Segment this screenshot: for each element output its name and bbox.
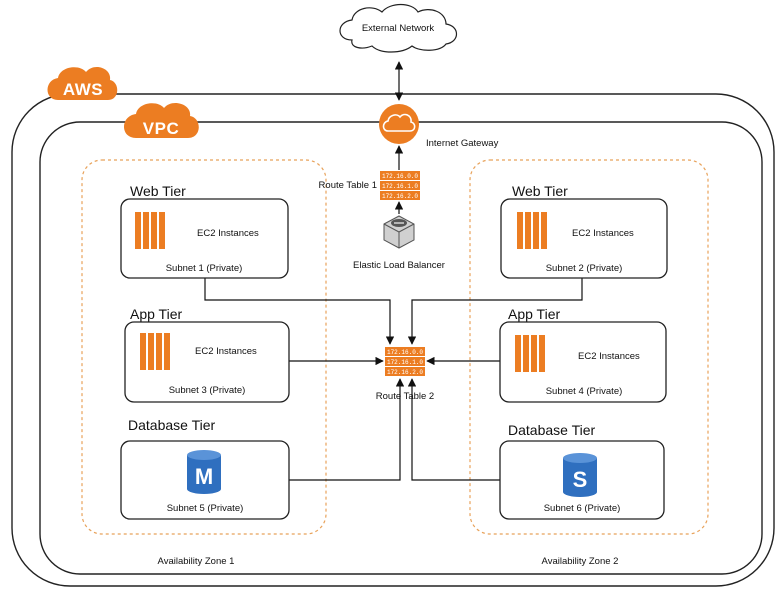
route-table-2-entry: 172.16.2.0 <box>387 369 423 376</box>
availability-zone-2 <box>469 159 709 535</box>
route-table-1-entry: 172.16.0.0 <box>382 173 418 180</box>
availability-zone-2-label: Availability Zone 2 <box>542 556 619 567</box>
ec2-instances-icon <box>517 212 547 249</box>
database-icon-letter: S <box>573 467 588 492</box>
vpc-badge: VPC <box>124 102 199 138</box>
route-table-2-entry: 172.16.1.0 <box>387 359 423 366</box>
aws-badge: AWS <box>47 66 118 100</box>
route-table-1-icon: 172.16.0.0 172.16.1.0 172.16.2.0 <box>380 171 420 200</box>
zone1-web-subnet-label: Subnet 1 (Private) <box>166 263 243 274</box>
database-icon: S <box>563 453 597 497</box>
zone1-db-tier-heading: Database Tier <box>128 417 215 433</box>
zone2-app-instances-label: EC2 Instances <box>578 351 640 362</box>
ec2-instances-icon <box>140 333 170 370</box>
route-table-1-label: Route Table 1 <box>319 180 377 191</box>
external-network-label: External Network <box>362 23 435 34</box>
zone1-app-subnet-label: Subnet 3 (Private) <box>169 385 246 396</box>
zone2-web-instances-label: EC2 Instances <box>572 228 634 239</box>
availability-zone-1-label: Availability Zone 1 <box>158 556 235 567</box>
zone1-app-tier-heading: App Tier <box>130 306 182 322</box>
route-table-1-entry: 172.16.2.0 <box>382 193 418 200</box>
route-table-2-label: Route Table 2 <box>376 391 434 402</box>
elastic-load-balancer-label: Elastic Load Balancer <box>353 260 445 271</box>
zone2-db-tier-heading: Database Tier <box>508 422 595 438</box>
connectors <box>204 61 583 481</box>
route-table-2-icon: 172.16.0.0 172.16.1.0 172.16.2.0 <box>385 347 425 376</box>
zone2-app-subnet-label: Subnet 4 (Private) <box>546 386 623 397</box>
vpc-label: VPC <box>143 119 179 138</box>
database-icon: M <box>187 450 221 494</box>
zone1-web-tier-heading: Web Tier <box>130 183 186 199</box>
ec2-instances-icon <box>135 212 165 249</box>
route-table-2-entry: 172.16.0.0 <box>387 349 423 356</box>
availability-zone-1 <box>81 159 327 535</box>
zone1-web-instances-label: EC2 Instances <box>197 228 259 239</box>
zone2-web-subnet-label: Subnet 2 (Private) <box>546 263 623 274</box>
database-icon-letter: M <box>195 464 213 489</box>
zone2-app-tier-heading: App Tier <box>508 306 560 322</box>
aws-cloud-container <box>11 93 775 587</box>
internet-gateway-label: Internet Gateway <box>426 138 499 149</box>
external-network-cloud-icon <box>339 3 458 53</box>
internet-gateway-icon <box>379 104 419 144</box>
zone2-web-tier-heading: Web Tier <box>512 183 568 199</box>
route-table-1-entry: 172.16.1.0 <box>382 183 418 190</box>
zone1-db-subnet-label: Subnet 5 (Private) <box>167 503 244 514</box>
zone2-db-subnet-label: Subnet 6 (Private) <box>544 503 621 514</box>
elastic-load-balancer-icon <box>383 215 415 249</box>
ec2-instances-icon <box>515 335 545 372</box>
zone1-app-instances-label: EC2 Instances <box>195 346 257 357</box>
aws-label: AWS <box>63 80 103 99</box>
